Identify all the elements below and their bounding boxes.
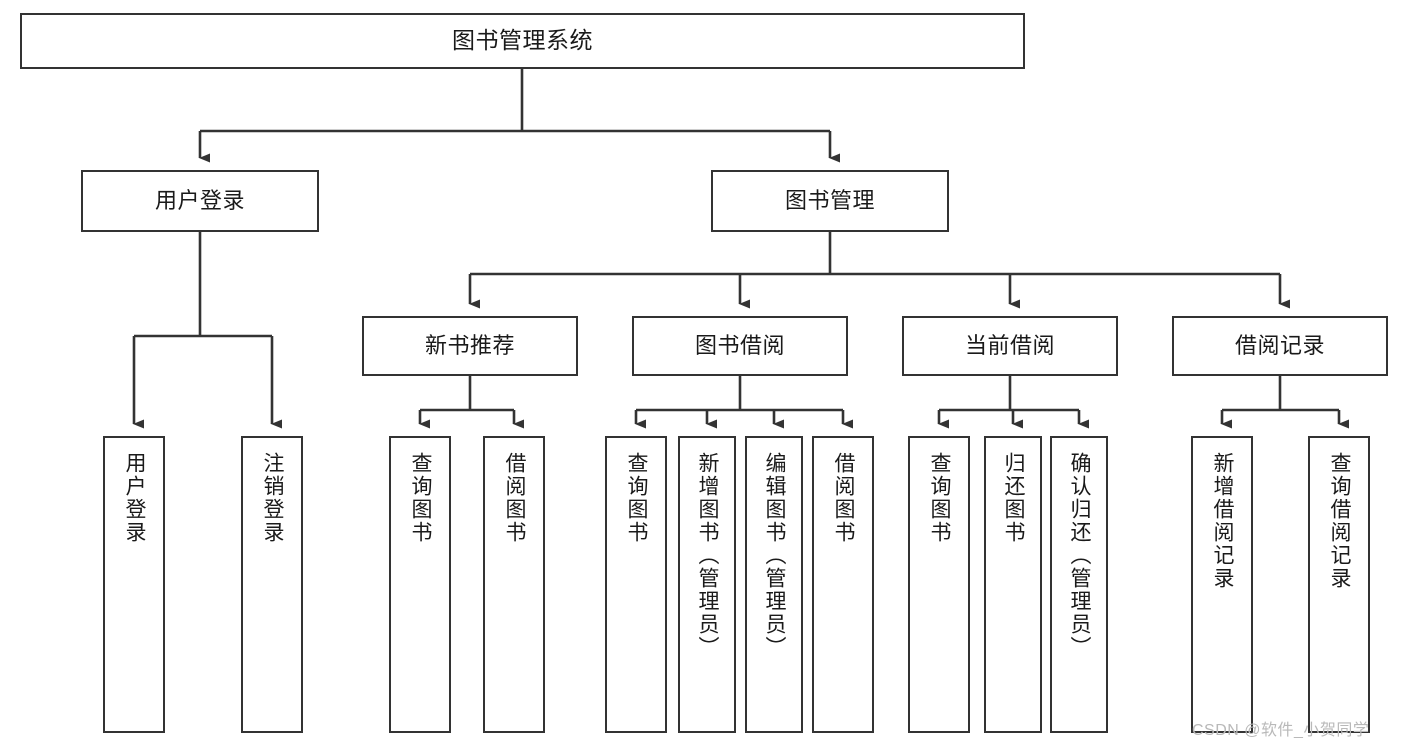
leaf-query-book-1: 查询图书 — [389, 436, 451, 733]
leaf-edit-book: 编辑图书（管理员） — [745, 436, 803, 733]
leaf-query-book-3-label: 查询图书 — [928, 452, 952, 544]
leaf-return-book: 归还图书 — [984, 436, 1042, 733]
leaf-user-logout: 注销登录 — [241, 436, 303, 733]
leaf-user-logout-label: 注销登录 — [261, 452, 285, 544]
leaf-borrow-book-1-label: 借阅图书 — [503, 452, 527, 544]
csdn-watermark: CSDN @软件_小贺同学 — [1192, 722, 1370, 739]
node-current-borrow: 当前借阅 — [902, 316, 1118, 376]
leaf-add-borrow-record: 新增借阅记录 — [1191, 436, 1253, 733]
node-borrow-record-label: 借阅记录 — [1234, 332, 1325, 358]
node-new-book-recommend-label: 新书推荐 — [424, 332, 515, 358]
leaf-query-book-2-label: 查询图书 — [625, 452, 649, 544]
leaf-add-book: 新增图书（管理员） — [678, 436, 736, 733]
leaf-add-borrow-record-label: 新增借阅记录 — [1211, 452, 1235, 590]
leaf-query-book-3: 查询图书 — [908, 436, 970, 733]
leaf-borrow-book-2: 借阅图书 — [812, 436, 874, 733]
node-root-label: 图书管理系统 — [452, 27, 593, 54]
leaf-query-borrow-record-label: 查询借阅记录 — [1328, 452, 1352, 590]
node-book-manage-label: 图书管理 — [784, 187, 875, 213]
leaf-confirm-return-label: 确认归还（管理员） — [1068, 452, 1092, 659]
leaf-user-login: 用户登录 — [103, 436, 165, 733]
leaf-edit-book-label: 编辑图书（管理员） — [763, 452, 787, 659]
leaf-query-book-1-label: 查询图书 — [409, 452, 433, 544]
node-user-login: 用户登录 — [81, 170, 319, 232]
leaf-add-book-label: 新增图书（管理员） — [696, 452, 720, 659]
node-current-borrow-label: 当前借阅 — [964, 332, 1055, 358]
leaf-user-login-label: 用户登录 — [123, 452, 147, 544]
leaf-borrow-book-2-label: 借阅图书 — [832, 452, 856, 544]
leaf-query-book-2: 查询图书 — [605, 436, 667, 733]
leaf-borrow-book-1: 借阅图书 — [483, 436, 545, 733]
node-book-borrow-label: 图书借阅 — [694, 332, 785, 358]
node-root: 图书管理系统 — [20, 13, 1025, 69]
leaf-confirm-return: 确认归还（管理员） — [1050, 436, 1108, 733]
leaf-return-book-label: 归还图书 — [1002, 452, 1026, 544]
node-new-book-recommend: 新书推荐 — [362, 316, 578, 376]
node-book-manage: 图书管理 — [711, 170, 949, 232]
node-borrow-record: 借阅记录 — [1172, 316, 1388, 376]
leaf-query-borrow-record: 查询借阅记录 — [1308, 436, 1370, 733]
node-user-login-label: 用户登录 — [154, 187, 245, 213]
node-book-borrow: 图书借阅 — [632, 316, 848, 376]
